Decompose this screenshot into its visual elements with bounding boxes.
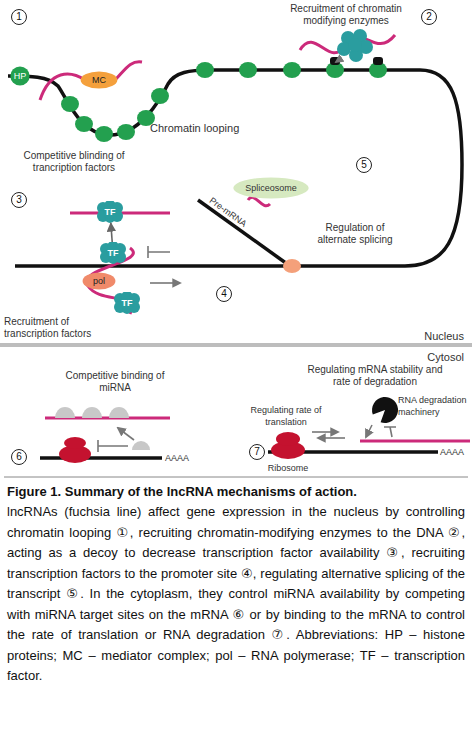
histone-node: HP xyxy=(10,66,30,86)
factor-lobe xyxy=(103,205,117,219)
callout-number: 2 xyxy=(421,9,437,25)
connector-arrow xyxy=(111,223,112,242)
mechanism-label: Competitive blinding of trancription fac… xyxy=(14,150,134,174)
factor-lobe xyxy=(106,246,120,260)
part-label: RNA degradation machinery xyxy=(398,394,472,418)
ribosome-small xyxy=(276,432,300,446)
rna-polymerase: pol xyxy=(82,272,116,290)
degradation-arrow xyxy=(366,425,372,437)
mirna xyxy=(109,407,129,418)
pre-mrna-strand xyxy=(198,200,290,266)
figure-caption: lncRNAs (fuchsia line) affect gene expre… xyxy=(7,502,465,687)
histone xyxy=(117,124,135,140)
histone xyxy=(196,62,214,78)
mechanism-label: Regulating rate of translation xyxy=(240,404,332,428)
mechanism-label: Regulating mRNA stability and rate of de… xyxy=(305,364,445,388)
chromatin-strand xyxy=(8,70,462,266)
mirna xyxy=(132,441,150,450)
mrna-strand xyxy=(40,456,162,460)
inhibit-arrow xyxy=(384,427,396,437)
node-shape xyxy=(81,71,118,88)
figure-title: Figure 1. Summary of the lncRNA mechanis… xyxy=(7,482,465,502)
node-text: TF xyxy=(105,207,116,217)
mechanism-label: Recruitment of chromatin modifying enzym… xyxy=(282,3,410,27)
inhibit-arrow xyxy=(98,440,128,452)
transcription-factor: TF xyxy=(112,292,142,314)
polya-tail: AAAA xyxy=(440,446,472,458)
node-shape xyxy=(10,66,29,85)
compartment-label: Cytosol xyxy=(392,351,464,363)
caption-rule xyxy=(4,477,468,478)
mechanism-label: Regulation of alternate splicing xyxy=(305,222,405,246)
part-label: Ribosome xyxy=(262,462,314,474)
transcription-factor: TF xyxy=(98,242,128,264)
compartment-label: Nucleus xyxy=(392,330,464,342)
node-text: Spliceosome xyxy=(245,183,297,193)
histone xyxy=(95,126,113,142)
mechanism-label: Competitive binding of miRNA xyxy=(61,370,169,394)
transcription-arrow xyxy=(150,282,180,284)
lncrna-strand xyxy=(360,440,470,443)
chromatin-enzyme xyxy=(337,29,373,62)
polya-tail: AAAA xyxy=(165,452,199,464)
nuclear-membrane xyxy=(0,343,472,347)
histone xyxy=(239,62,257,78)
lncrna-strand xyxy=(248,197,270,205)
callout-number: 1 xyxy=(11,9,27,25)
node-text: TF xyxy=(108,248,119,258)
lncrna-strand xyxy=(40,62,142,100)
node-text: MC xyxy=(92,75,106,85)
factor-lobe xyxy=(120,296,134,310)
callout-number: 4 xyxy=(216,286,232,302)
callout-number: 6 xyxy=(11,449,27,465)
histone xyxy=(61,96,79,112)
binding-arrow xyxy=(118,428,134,440)
mediator-complex: MC xyxy=(80,71,118,89)
spliceosome: Spliceosome xyxy=(232,177,310,199)
node-shape xyxy=(233,178,308,199)
callout-number: 7 xyxy=(249,444,265,460)
translation-arrow xyxy=(312,431,338,433)
callout-number: 5 xyxy=(356,157,372,173)
region-label: Chromatin looping xyxy=(150,122,250,134)
histone xyxy=(75,116,93,132)
histone xyxy=(283,62,301,78)
recruit-arrow xyxy=(336,58,342,62)
mechanism-label: Recruitment of transcription factors xyxy=(4,316,126,340)
degradation-machinery xyxy=(372,397,398,423)
transcription-factor: TF xyxy=(95,201,125,223)
strand-label: Pre-mRNA xyxy=(201,190,255,234)
inhibit-arrow xyxy=(148,246,170,258)
histone-group xyxy=(61,62,387,142)
node-text: pol xyxy=(93,276,105,286)
splice-site xyxy=(283,259,301,273)
node-text: HP xyxy=(14,71,27,81)
node-shape xyxy=(83,272,116,289)
enzyme-lobe xyxy=(348,38,362,52)
translation-arrow xyxy=(318,437,345,439)
histone-mark xyxy=(373,57,383,65)
callout-number: 3 xyxy=(11,192,27,208)
mirna xyxy=(55,407,75,418)
ribosome-small xyxy=(64,437,86,449)
mirna xyxy=(82,407,102,418)
histone xyxy=(151,88,169,104)
node-text: TF xyxy=(122,298,133,308)
